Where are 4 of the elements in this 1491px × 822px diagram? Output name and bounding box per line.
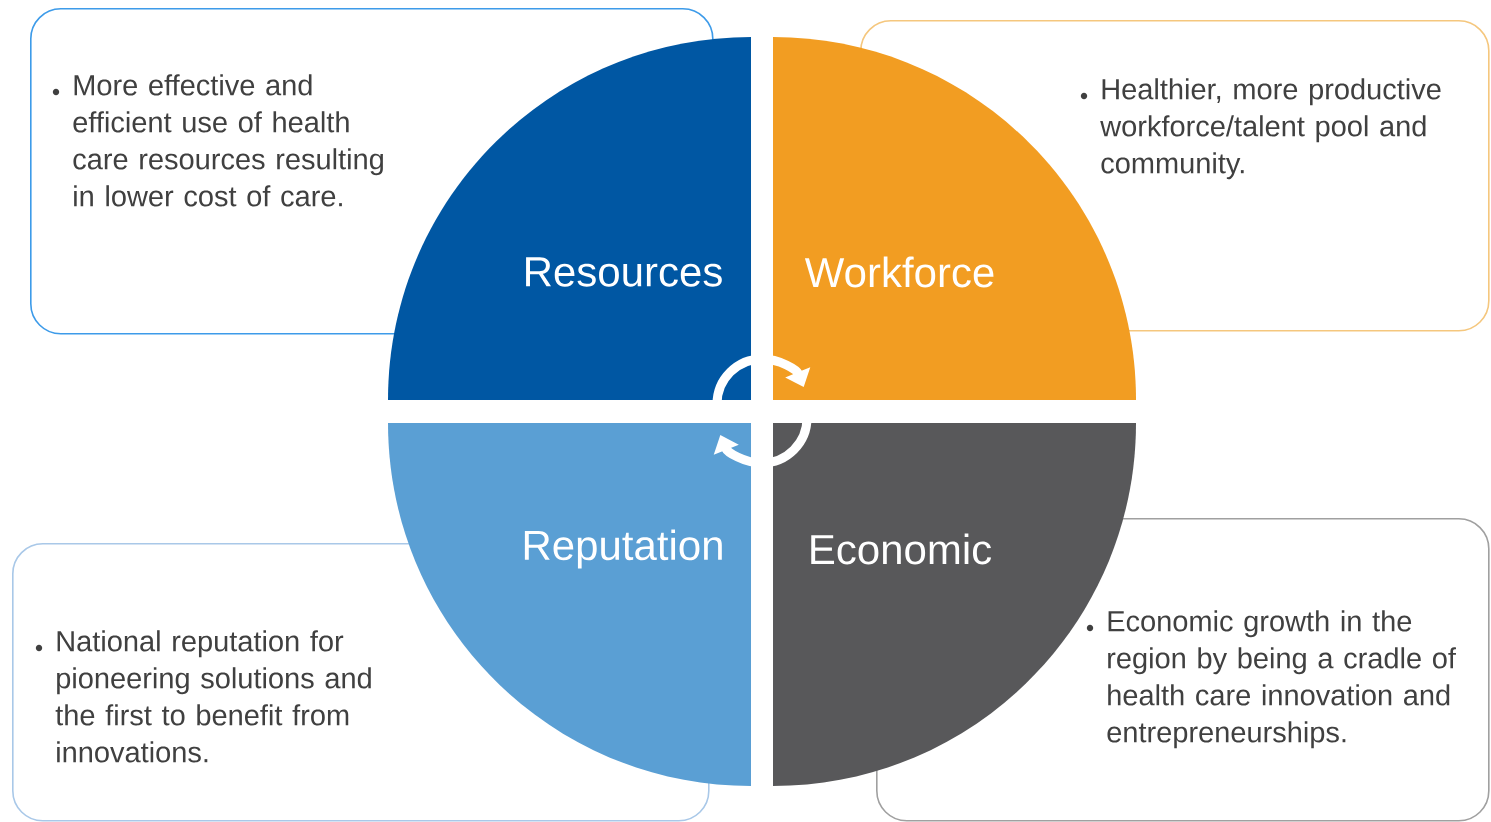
quadrant: Resources: [388, 37, 751, 400]
bullet-text: More effective and efficient use of health care resources resulting in lower cost of care.: [73, 74, 383, 207]
quadrant: Reputation: [388, 423, 751, 786]
bullet-text: National reputation for pioneering solutions and the first to benefit from innovations.: [55, 630, 371, 763]
